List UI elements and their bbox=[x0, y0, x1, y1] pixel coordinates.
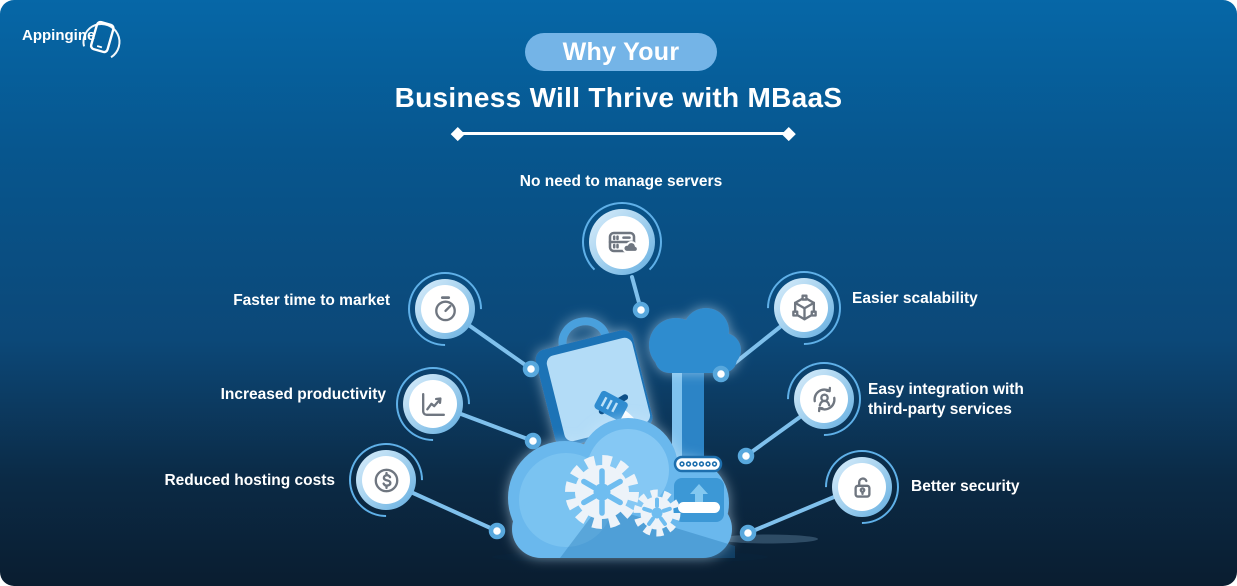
connector-lines bbox=[411, 275, 836, 535]
feature-node bbox=[415, 279, 475, 339]
open-padlock-icon bbox=[853, 476, 871, 498]
upload-stripe bbox=[678, 502, 720, 513]
brand-name: Appingine bbox=[22, 27, 95, 44]
connector-line bbox=[746, 495, 836, 535]
feature-label: Better security bbox=[911, 478, 1020, 495]
icon-disc bbox=[362, 456, 410, 504]
cube-icon bbox=[791, 294, 817, 320]
connector-line bbox=[459, 412, 535, 443]
upload-arrow bbox=[690, 484, 708, 502]
dollar-circle-icon bbox=[374, 468, 398, 492]
icon-disc bbox=[780, 284, 828, 332]
small-cloud bbox=[649, 308, 741, 373]
phone-swoosh-icon bbox=[82, 20, 121, 59]
feature-label: Reduced hosting costs bbox=[164, 472, 335, 489]
feature-node bbox=[794, 369, 854, 429]
title-divider bbox=[461, 132, 785, 135]
connector-dot bbox=[739, 524, 757, 542]
connector-dot bbox=[632, 301, 650, 319]
feature-node bbox=[832, 457, 892, 517]
feature-label: Increased productivity bbox=[220, 386, 386, 403]
connector-dot bbox=[712, 365, 730, 383]
connector-line bbox=[411, 491, 499, 533]
user-sync-icon bbox=[812, 386, 836, 412]
ground-shadow bbox=[718, 534, 818, 544]
briefcase-handle bbox=[558, 317, 610, 348]
chart-up-icon bbox=[421, 392, 445, 416]
plug bbox=[594, 390, 628, 421]
page-title: Business Will Thrive with MBaaS bbox=[394, 82, 843, 113]
connector-dot bbox=[737, 447, 755, 465]
icon-disc bbox=[838, 463, 886, 511]
gear-icon bbox=[565, 455, 639, 529]
connector-dot bbox=[524, 432, 542, 450]
feature-label: Easy integration with third-party servic… bbox=[868, 381, 1024, 418]
feature-label: Faster time to market bbox=[233, 292, 390, 309]
icon-disc bbox=[800, 375, 848, 423]
feature-node bbox=[356, 450, 416, 510]
upload-box-icon bbox=[674, 478, 724, 522]
stopwatch-icon bbox=[434, 295, 456, 321]
status-pill bbox=[673, 455, 723, 473]
header-badge: Why Your bbox=[525, 33, 717, 71]
feature-label: Easier scalability bbox=[852, 290, 978, 307]
connector-line bbox=[468, 324, 533, 371]
icon-disc bbox=[595, 215, 649, 269]
connector-dot bbox=[488, 522, 506, 540]
connector-line bbox=[744, 415, 802, 458]
server-cloud-icon bbox=[608, 231, 639, 253]
tower-pole-highlight bbox=[672, 345, 682, 470]
connector-dot bbox=[522, 360, 540, 378]
gear-icon bbox=[633, 489, 681, 537]
feature-label: No need to manage servers bbox=[519, 173, 723, 190]
icon-disc bbox=[409, 380, 457, 428]
feature-node bbox=[589, 209, 655, 275]
feature-node bbox=[403, 374, 463, 434]
brand-logo: Appingine bbox=[22, 20, 121, 59]
feature-node bbox=[774, 278, 834, 338]
icon-disc bbox=[421, 285, 469, 333]
connector-dots bbox=[488, 301, 757, 542]
